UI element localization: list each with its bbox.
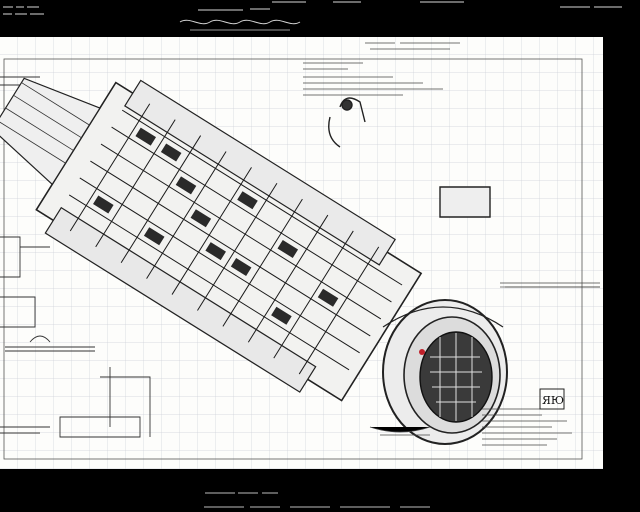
top-scribble-text — [3, 1, 622, 31]
engine-assembly — [0, 77, 423, 402]
notes-block-bottom — [482, 388, 572, 446]
front-ring-housing — [382, 299, 508, 445]
callout-lines — [369, 282, 600, 436]
corner-stamp: ЯЮ — [542, 394, 564, 407]
left-detail-sketches — [0, 76, 151, 438]
notes-block-top — [303, 42, 460, 96]
blueprint-paper: ЯЮ — [0, 37, 603, 469]
blueprint-drawing: ЯЮ — [0, 37, 603, 469]
bottom-scribble-text — [204, 492, 430, 508]
red-marker-dot — [419, 349, 425, 355]
